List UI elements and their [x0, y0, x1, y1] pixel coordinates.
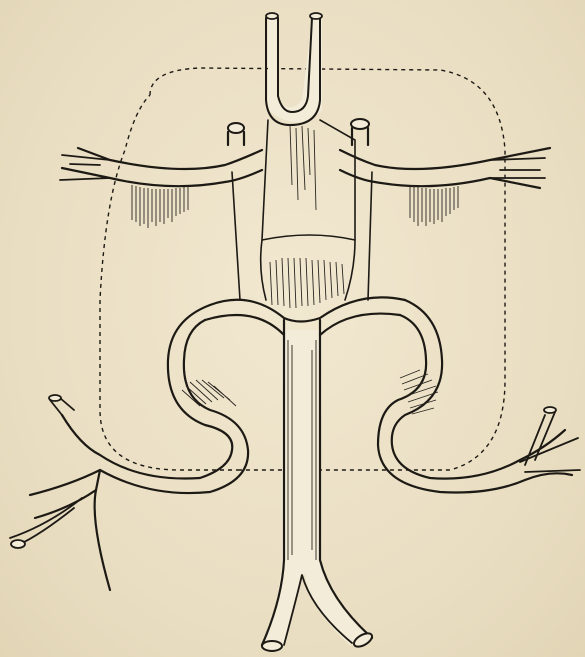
- central-heart-region: [261, 120, 355, 308]
- left-lower-loop: [10, 305, 248, 590]
- left-loop-opening-lower: [11, 540, 25, 548]
- right-lower-loop: [378, 300, 580, 493]
- central-trunk: [262, 320, 374, 651]
- vessel-opening: [310, 13, 322, 19]
- trunk-opening-left: [262, 641, 282, 651]
- upper-arch: [205, 297, 405, 335]
- right-upper-branch: [340, 119, 550, 300]
- vessel-opening: [266, 13, 278, 19]
- upper-paired-vessels: [266, 13, 322, 125]
- left-upper-branch: [60, 123, 262, 300]
- left-loop-opening: [49, 395, 61, 401]
- left-upper-opening: [228, 123, 244, 133]
- right-loop-opening: [544, 407, 556, 413]
- right-upper-opening: [351, 119, 369, 129]
